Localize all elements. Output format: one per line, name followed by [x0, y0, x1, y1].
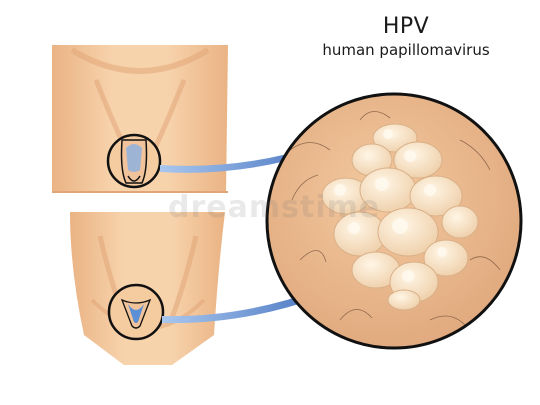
title-block: HPV human papillomavirus [300, 14, 512, 59]
magnified-lesion-view [265, 92, 523, 350]
diagram-title: HPV [382, 14, 430, 39]
male-genital-area-icon [106, 133, 162, 189]
diagram-subtitle: human papillomavirus [322, 41, 490, 59]
genital-wart-lesion-icon [289, 111, 501, 326]
male-torso [52, 45, 228, 193]
female-genital-area-icon [107, 283, 165, 341]
watermark: dreamstime [168, 190, 381, 225]
